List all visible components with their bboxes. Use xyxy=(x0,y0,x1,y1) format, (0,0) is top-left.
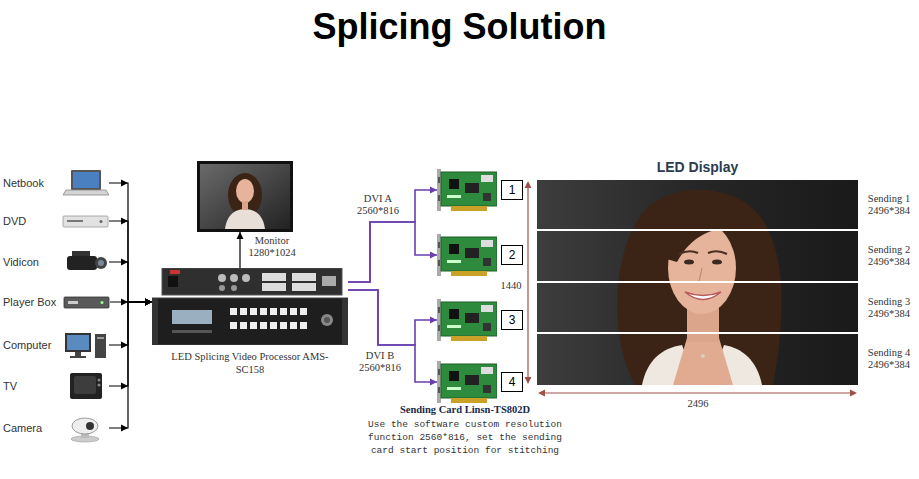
device-label: DVD xyxy=(3,215,26,227)
input-device: Camera xyxy=(3,412,109,444)
arrowhead xyxy=(145,299,152,306)
arrowhead xyxy=(430,187,437,194)
led-display: LED DisplaySending 1 2496*384Sending 2 2… xyxy=(537,180,858,385)
connector xyxy=(348,187,437,283)
callout-box: 2 xyxy=(501,245,523,265)
input-device: Netbook xyxy=(3,167,109,199)
arrowhead xyxy=(237,232,244,239)
arrowhead xyxy=(430,317,437,324)
sending-card: 3 xyxy=(437,299,523,341)
device-icon xyxy=(62,287,110,317)
device-icon xyxy=(61,413,109,443)
display-band: Sending 4 2496*384 xyxy=(537,334,858,385)
connector-line xyxy=(109,183,152,302)
signal-label: DVI A 2560*816 xyxy=(351,193,405,217)
dimension-width xyxy=(538,390,857,397)
connector xyxy=(348,290,437,386)
card-picture xyxy=(437,169,497,211)
input-device: Player Box xyxy=(3,286,110,318)
arrowhead xyxy=(145,299,152,306)
band-label: Sending 3 2496*384 xyxy=(862,296,916,320)
note: Sending Card Linsn-TS802D xyxy=(400,404,530,416)
connector-line xyxy=(109,262,152,302)
connector xyxy=(109,299,152,429)
input-device: Computer xyxy=(3,329,109,361)
device-icon xyxy=(61,247,109,277)
device-label: Player Box xyxy=(3,296,56,308)
connector-line xyxy=(109,302,152,428)
device-icon xyxy=(61,206,109,236)
callout-number: 3 xyxy=(509,313,516,327)
band-label: Sending 4 2496*384 xyxy=(862,347,916,371)
connector xyxy=(109,262,152,306)
dimension-label: 1440 xyxy=(501,280,522,292)
arrowhead xyxy=(430,252,437,259)
connector xyxy=(109,299,152,387)
display-band: Sending 3 2496*384 xyxy=(537,283,858,334)
connector-line xyxy=(348,190,437,282)
connector xyxy=(348,222,437,282)
dimension-height xyxy=(525,181,532,384)
input-device: DVD xyxy=(3,205,109,237)
monitor: Monitor 1280*1024 xyxy=(197,161,293,232)
arrowhead xyxy=(430,379,437,386)
connector-line xyxy=(348,222,437,282)
title: Splicing Solution xyxy=(0,6,919,48)
callout-box: 4 xyxy=(501,372,523,392)
monitor-picture xyxy=(197,161,293,232)
arrowhead xyxy=(145,299,152,306)
input-device: TV xyxy=(3,370,109,402)
processor-picture xyxy=(152,268,348,345)
display-heading: LED Display xyxy=(537,159,858,175)
note: Use the software custom resolution funct… xyxy=(364,418,566,457)
card-picture xyxy=(437,299,497,341)
display-band: Sending 2 2496*384 xyxy=(537,231,858,282)
display-picture xyxy=(537,180,858,385)
signal-label: DVI B 2560*816 xyxy=(353,350,407,374)
callout-number: 4 xyxy=(509,375,516,389)
bus-arrowheads xyxy=(121,180,128,432)
arrowhead xyxy=(145,299,152,306)
card-picture xyxy=(437,361,497,403)
callout-number: 2 xyxy=(509,248,516,262)
device-icon xyxy=(61,371,109,401)
callout-number: 1 xyxy=(509,183,516,197)
sending-card: 1 xyxy=(437,169,523,211)
connector xyxy=(109,299,152,346)
arrowhead xyxy=(145,299,152,306)
connector-line xyxy=(109,302,152,386)
device-label: Computer xyxy=(3,339,51,351)
connector-line xyxy=(109,221,152,302)
card-picture xyxy=(437,234,497,276)
connector xyxy=(237,232,244,268)
dimension-label: 2496 xyxy=(688,398,709,410)
connector-line xyxy=(348,290,437,345)
device-label: Camera xyxy=(3,422,42,434)
device-icon xyxy=(61,168,109,198)
processor-label: LED Splicing Video Processor AMS-SC158 xyxy=(165,350,335,376)
callout-box: 1 xyxy=(501,180,523,200)
device-label: TV xyxy=(3,380,17,392)
sending-card: 4 xyxy=(437,361,523,403)
arrowhead xyxy=(145,299,152,306)
connector xyxy=(109,183,152,306)
connector-line xyxy=(109,302,152,345)
band-label: Sending 2 2496*384 xyxy=(862,244,916,268)
callout-box: 3 xyxy=(501,310,523,330)
device-label: Vidicon xyxy=(3,256,39,268)
connector xyxy=(109,221,152,306)
connector xyxy=(348,290,437,345)
monitor-label: Monitor 1280*1024 xyxy=(245,235,299,259)
arrowhead xyxy=(145,299,152,306)
sending-card: 2 xyxy=(437,234,523,276)
device-icon xyxy=(61,330,109,360)
band-label: Sending 1 2496*384 xyxy=(862,193,916,217)
connector-line xyxy=(348,290,437,382)
video-processor: LED Splicing Video Processor AMS-SC158 xyxy=(152,268,348,345)
input-device: Vidicon xyxy=(3,246,109,278)
device-label: Netbook xyxy=(3,177,44,189)
display-band: Sending 1 2496*384 xyxy=(537,180,858,231)
